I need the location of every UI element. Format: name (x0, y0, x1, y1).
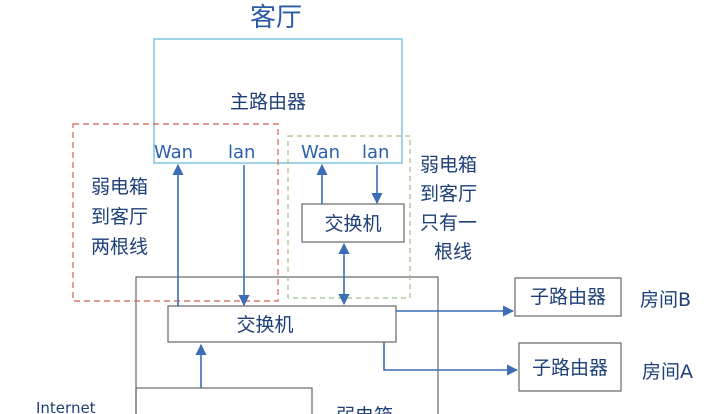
internet-label: Internet (36, 399, 96, 414)
sub-router-b-box (514, 277, 622, 317)
left-note-line-3: 两根线 (91, 236, 148, 258)
room-b-label: 房间B (640, 289, 691, 311)
small-switch-label: 交换机 (324, 213, 381, 235)
small-switch-box (301, 203, 405, 243)
sub-router-a-label: 子路由器 (532, 357, 608, 379)
port-wan-right: Wan (301, 142, 340, 163)
left-note-line-2: 到客厅 (91, 206, 148, 228)
big-switch-box (167, 305, 397, 343)
left-note-line-1: 弱电箱 (91, 176, 148, 198)
weak-box-outline (135, 276, 439, 414)
diagram-title: 客厅 (250, 3, 302, 33)
weak-box-label: 弱电箱 (336, 405, 393, 414)
modem-box (135, 387, 313, 414)
right-note-line-2: 到客厅 (420, 183, 477, 205)
big-switch-label: 交换机 (236, 314, 293, 336)
left-dashed-region (72, 123, 279, 302)
port-lan-right: lan (362, 142, 389, 163)
arrow-to-router-a (383, 342, 519, 376)
right-note-line-1: 弱电箱 (420, 154, 477, 176)
sub-router-a-box (518, 342, 622, 392)
sub-router-b-label: 子路由器 (530, 286, 606, 308)
port-wan-left: Wan (154, 142, 193, 163)
right-note-line-3: 只有一 (420, 212, 477, 234)
port-lan-left: lan (228, 142, 255, 163)
room-a-label: 房间A (642, 361, 693, 383)
right-note-line-4: 根线 (434, 241, 472, 263)
main-router-label: 主路由器 (230, 91, 306, 113)
